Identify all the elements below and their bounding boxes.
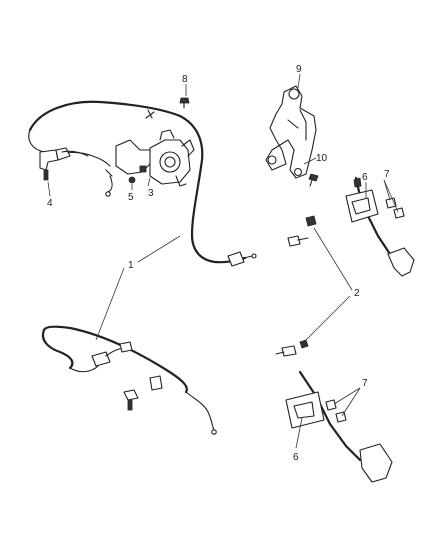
callout-5: 5 xyxy=(128,192,134,203)
cable-end-part2-lower xyxy=(275,339,309,357)
accelerator-pedal-lower xyxy=(285,370,393,483)
clip-bracket-part4 xyxy=(39,147,89,181)
accelerator-pedal-upper xyxy=(345,176,415,277)
bolt-part10 xyxy=(308,173,319,187)
callout-1: 1 xyxy=(128,260,134,271)
callout-6-upper: 6 xyxy=(362,172,368,183)
callout-8: 8 xyxy=(182,74,188,85)
callout-4: 4 xyxy=(47,198,53,209)
callout-2: 2 xyxy=(354,288,360,299)
upper-speed-control-cable xyxy=(28,100,257,267)
speed-control-servo-part3 xyxy=(115,129,195,187)
lower-speed-control-cable xyxy=(41,325,217,435)
bolt-part8 xyxy=(179,97,190,109)
callout-3: 3 xyxy=(148,188,154,199)
callout-9: 9 xyxy=(296,64,302,75)
callout-7-lower: 7 xyxy=(362,378,368,389)
leader-lines xyxy=(47,73,399,449)
callout-10: 10 xyxy=(316,153,328,164)
pedal-bracket-part9 xyxy=(265,85,317,179)
callout-labels: 1 2 3 4 5 6 6 7 7 8 9 10 xyxy=(47,64,390,463)
callout-7-upper: 7 xyxy=(384,169,390,180)
fasteners-part2-upper xyxy=(287,215,317,247)
callout-6-lower: 6 xyxy=(293,452,299,463)
